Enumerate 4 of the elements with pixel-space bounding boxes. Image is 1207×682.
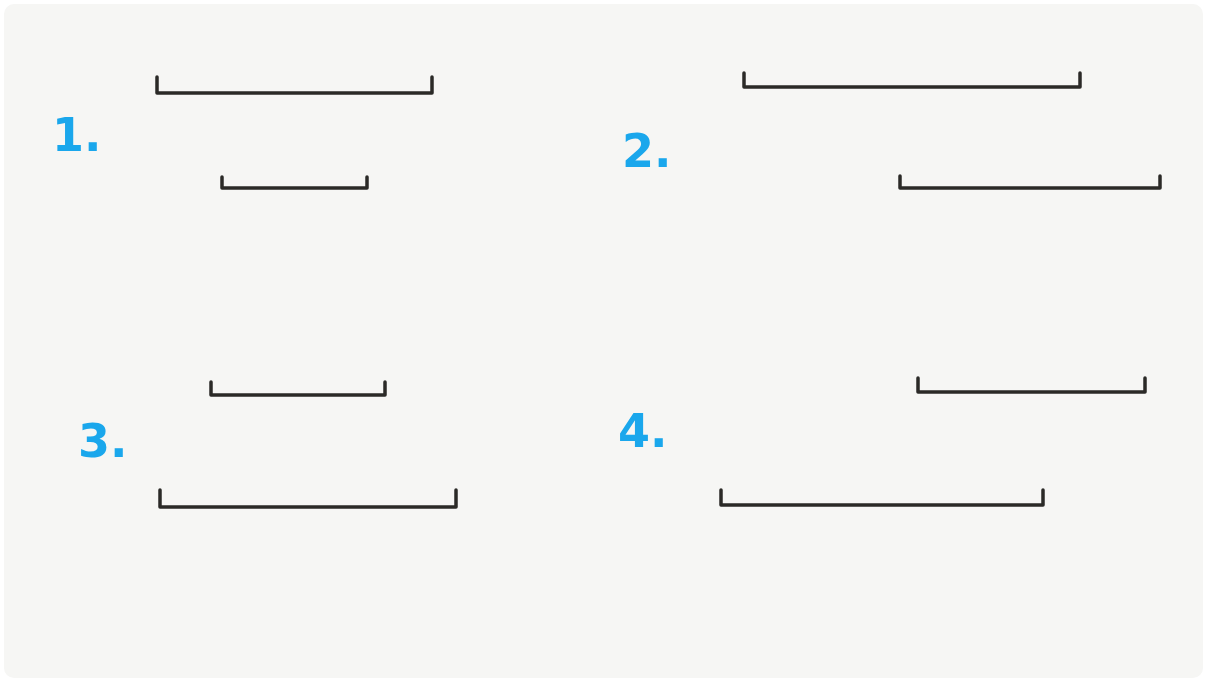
item-number: 2. — [622, 128, 672, 174]
item-number: 3. — [78, 418, 128, 464]
item-number: 1. — [52, 112, 102, 158]
item-number: 4. — [618, 408, 668, 454]
